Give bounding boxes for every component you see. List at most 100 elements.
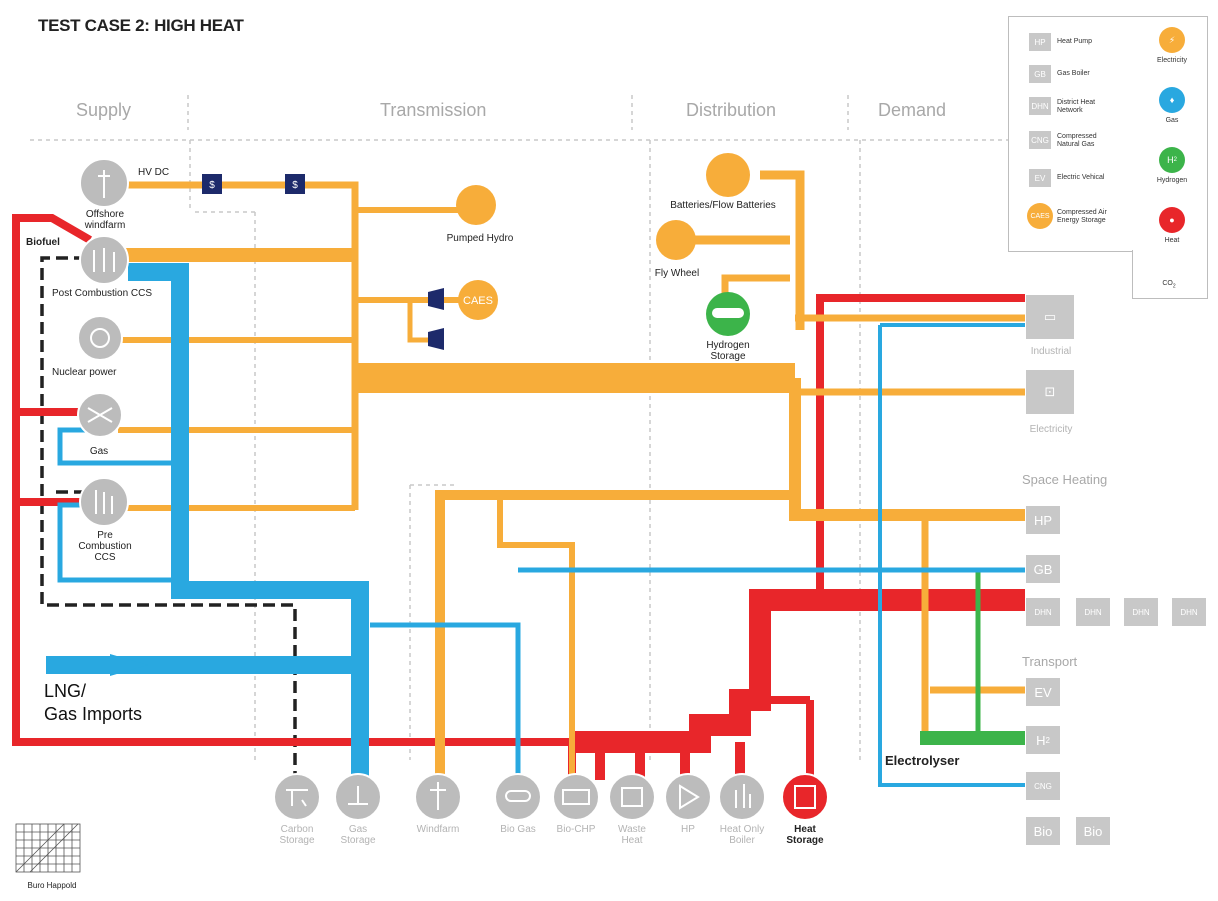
cng-box: CNG: [1026, 772, 1060, 800]
legend-h2-sub: 2: [1173, 157, 1177, 163]
legend-dhn-text-1: District Heat: [1057, 99, 1096, 106]
legend-electricity-icon: ⚡: [1159, 27, 1185, 53]
heat-only-label-2: Boiler: [729, 835, 755, 846]
caes-compressors: [428, 288, 444, 350]
offshore-label: Offshore windfarm: [84, 209, 126, 231]
electricity-demand-label: Electricity: [1029, 424, 1073, 435]
column-transmission: Transmission: [380, 100, 487, 120]
pre-ccs-label-3: CCS: [94, 552, 116, 563]
ev-box: EV: [1026, 678, 1060, 706]
svg-text:$: $: [292, 180, 298, 191]
legend-co2-sub: 2: [1172, 283, 1176, 290]
page-title: TEST CASE 2: HIGH HEAT: [38, 16, 244, 35]
transport-label: Transport: [1022, 654, 1078, 669]
logo-mark: [15, 823, 81, 873]
column-demand: Demand: [878, 100, 947, 120]
legend-caes-circle: CAES: [1027, 203, 1053, 229]
gas-network: [46, 263, 1025, 787]
waste-heat-label-2: Heat: [621, 835, 643, 846]
heat-storage-node: [781, 773, 829, 821]
legend-cng-text-2: Natural Gas: [1057, 141, 1095, 148]
logo-text: Buro Happold: [27, 881, 77, 890]
gas-label: Gas: [89, 446, 109, 457]
legend-caes-text-1: Compressed Air: [1057, 209, 1107, 216]
pumped-hydro-label: Pumped Hydro: [446, 233, 514, 244]
electrolyser-label: Electrolyser: [885, 753, 960, 768]
hydrogen-storage-label-2: Storage: [710, 351, 746, 362]
legend-ev-box: EV: [1029, 169, 1051, 187]
legend-gb-box: GB: [1029, 65, 1051, 83]
post-ccs-label: Post Combustion CCS: [52, 288, 153, 299]
storage-nodes: CAES: [456, 153, 750, 336]
caes-node-text: CAES: [463, 295, 493, 307]
biofuel-label: Biofuel: [26, 237, 60, 248]
column-supply: Supply: [76, 100, 132, 120]
lng-label-1: LNG/: [44, 681, 87, 701]
bio-box-2: Bio: [1076, 817, 1110, 845]
bio-gas-label: Bio Gas: [500, 824, 536, 835]
h2-box-sub: 2: [1045, 735, 1050, 745]
heat-only-label-1: Heat Only: [719, 824, 765, 835]
electricity-box: ⊡: [1026, 370, 1074, 414]
dhn-box-1: DHN: [1026, 598, 1060, 626]
windfarm-label: Windfarm: [416, 824, 460, 835]
bottom-hp-label: HP: [681, 824, 695, 835]
industrial-icon: ▭: [1043, 309, 1057, 324]
carbon-storage-label-1: Carbon: [280, 824, 314, 835]
legend-ev-text: Electric Vehical: [1057, 174, 1105, 181]
socket-icon: ⊡: [1044, 384, 1056, 399]
flywheel-label: Fly Wheel: [654, 268, 700, 279]
svg-text:$: $: [209, 180, 215, 191]
legend: HP Heat Pump GB Gas Boiler DHN District …: [1008, 16, 1208, 252]
space-heating-label: Space Heating: [1022, 472, 1108, 487]
waste-heat-label-1: Waste: [618, 824, 646, 835]
legend-co2: CO2: [1132, 250, 1208, 299]
legend-h2-symbol: H: [1167, 155, 1174, 165]
legend-hp-text: Heat Pump: [1057, 38, 1093, 45]
hvdc-label: HV DC: [138, 167, 170, 178]
carbon-storage-label-2: Storage: [279, 835, 315, 846]
legend-co2-label: CO: [1162, 280, 1173, 287]
column-distribution: Distribution: [686, 100, 777, 120]
legend-cng-box: CNG: [1029, 131, 1051, 149]
legend-gas-icon: ♦: [1159, 87, 1185, 113]
pre-ccs-label-2: Combustion: [78, 541, 132, 552]
gb-box: GB: [1026, 555, 1060, 583]
hydrogen-network: [920, 572, 1025, 745]
hydrogen-storage-label-1: Hydrogen: [706, 340, 750, 351]
legend-hp-box: HP: [1029, 33, 1051, 51]
lng-arrow: [110, 654, 148, 676]
legend-hydrogen-text: Hydrogen: [1156, 177, 1188, 184]
gas-storage-label-1: Gas: [348, 824, 368, 835]
bottom-nodes: [273, 773, 766, 821]
bottom-node-glyphs: [286, 782, 816, 810]
dhn-box-3: DHN: [1124, 598, 1158, 626]
bio-chp-label: Bio-CHP: [556, 824, 596, 835]
heat-storage-label-2: Storage: [786, 835, 824, 846]
supply-node-glyphs: [87, 170, 115, 514]
legend-co2-text: CO2: [1149, 280, 1189, 289]
heat-storage-label-1: Heat: [794, 824, 816, 835]
hvdc-converters: $ $: [202, 174, 305, 194]
legend-gb-text: Gas Boiler: [1057, 70, 1090, 77]
heat-network: [12, 214, 1025, 780]
gas-storage-label-2: Storage: [340, 835, 376, 846]
electricity-network: [118, 170, 1025, 780]
pre-ccs-label-1: Pre: [97, 530, 113, 541]
legend-dhn-text-2: Network: [1057, 107, 1083, 114]
legend-gas-text: Gas: [1165, 117, 1179, 124]
hp-box: HP: [1026, 506, 1060, 534]
legend-heat-icon: ●: [1159, 207, 1185, 233]
industrial-box: ▭: [1026, 295, 1074, 339]
legend-dhn-box: DHN: [1029, 97, 1051, 115]
bio-box-1: Bio: [1026, 817, 1060, 845]
batteries-label: Batteries/Flow Batteries: [670, 200, 776, 211]
h2-box-text: H: [1036, 732, 1046, 748]
legend-cng-text-1: Compressed: [1057, 133, 1097, 140]
industrial-label: Industrial: [1030, 346, 1072, 357]
nuclear-label: Nuclear power: [52, 367, 117, 378]
lng-label-2: Gas Imports: [44, 704, 143, 724]
